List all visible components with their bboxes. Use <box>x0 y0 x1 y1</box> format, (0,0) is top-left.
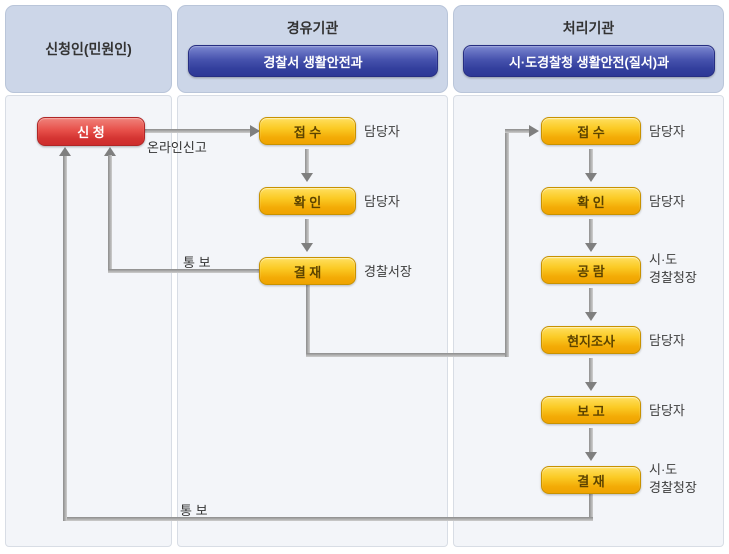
arrowhead-right-icon <box>529 125 539 137</box>
flow-arrow-down-icon <box>585 358 597 391</box>
connector-notify-proc-vline-left <box>63 155 67 521</box>
flow-arrow-down-icon <box>301 219 313 252</box>
panel-via <box>177 95 448 547</box>
flow-arrow-down-icon <box>585 428 597 461</box>
panel-applicant <box>5 95 172 547</box>
actor-label: 담당자 <box>649 333 685 348</box>
column-title-via: 경유기관 <box>286 20 339 36</box>
connector-notify-via-hline <box>108 269 259 273</box>
connector-online-label: 온라인신고 <box>147 140 207 155</box>
node-proc-field-investigation: 현지조사 <box>541 326 641 354</box>
node-via-confirm: 확 인 <box>259 187 356 215</box>
node-proc-receipt: 접 수 <box>541 117 641 145</box>
connector-notify-via-label: 통 보 <box>183 255 211 270</box>
actor-label: 담당자 <box>364 124 400 139</box>
column-header-processing: 처리기관 시·도경찰청 생활안전(질서)과 <box>453 5 724 93</box>
connector-forward-vline-right <box>505 129 509 357</box>
actor-label: 담당자 <box>649 403 685 418</box>
actor-label: 시·도 경찰청장 <box>649 252 697 285</box>
node-via-approval: 결 재 <box>259 257 356 285</box>
flow-arrow-down-icon <box>301 149 313 182</box>
connector-notify-via-vline <box>108 155 112 273</box>
connector-notify-proc-label: 통 보 <box>180 503 208 518</box>
connector-notify-proc-vline-right <box>589 494 593 521</box>
actor-label: 담당자 <box>649 124 685 139</box>
connector-notify-proc-hline <box>63 517 593 521</box>
flow-arrow-down-icon <box>585 149 597 182</box>
actor-label: 시·도 경찰청장 <box>649 462 697 495</box>
flow-arrow-down-icon <box>585 288 597 321</box>
arrowhead-up-icon <box>59 147 71 156</box>
flow-arrow-down-icon <box>585 219 597 252</box>
node-application: 신 청 <box>37 117 145 146</box>
column-header-applicant: 신청인(민원인) <box>5 5 172 93</box>
node-via-receipt: 접 수 <box>259 117 356 145</box>
arrowhead-right-icon <box>250 125 260 137</box>
actor-label: 담당자 <box>649 194 685 209</box>
column-header-via: 경유기관 경찰서 생활안전과 <box>177 5 448 93</box>
dept-badge-via: 경찰서 생활안전과 <box>188 45 438 77</box>
connector-forward-hline-top <box>505 129 531 133</box>
connector-forward-hline-bottom <box>306 353 509 357</box>
column-title-applicant: 신청인(민원인) <box>45 41 132 57</box>
actor-label: 경찰서장 <box>364 264 412 279</box>
node-proc-circulation: 공 람 <box>541 256 641 284</box>
node-proc-approval: 결 재 <box>541 466 641 494</box>
node-proc-report: 보 고 <box>541 396 641 424</box>
connector-online-line <box>145 129 251 133</box>
actor-label: 담당자 <box>364 194 400 209</box>
node-proc-confirm: 확 인 <box>541 187 641 215</box>
column-title-processing: 처리기관 <box>562 20 615 36</box>
arrowhead-up-icon <box>104 147 116 156</box>
dept-badge-processing: 시·도경찰청 생활안전(질서)과 <box>463 45 715 77</box>
connector-forward-vline-left <box>306 285 310 357</box>
